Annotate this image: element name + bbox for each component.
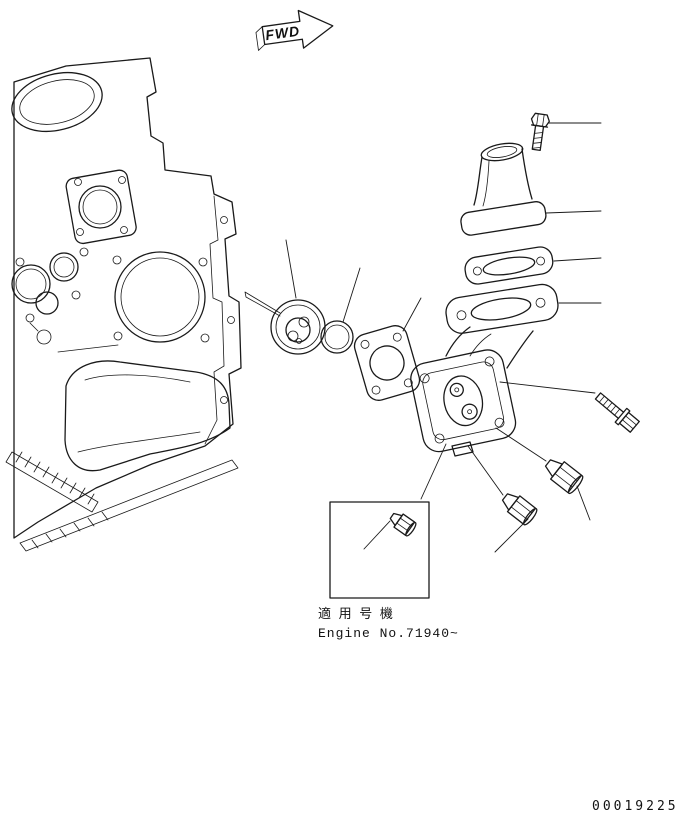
gasket-plate — [353, 325, 421, 401]
serial-detail-box — [329, 501, 430, 599]
housing-flange-gasket — [445, 283, 559, 334]
outlet-gasket — [464, 246, 554, 285]
o-ring — [320, 320, 354, 354]
leader-lines — [285, 122, 602, 553]
fwd-label: FWD — [264, 23, 301, 44]
thermostat — [244, 291, 326, 355]
plug-sensor — [544, 459, 584, 495]
engine-block — [5, 57, 242, 552]
thermostat-housing — [410, 326, 534, 457]
hex-bolt — [530, 112, 550, 152]
detail-plug — [389, 512, 417, 537]
fwd-arrow: FWD — [255, 9, 334, 51]
applicable-serial-label: 適 用 号 機 — [318, 606, 395, 621]
engine-serial-text: Engine No.71940~ — [318, 626, 459, 641]
water-outlet-pipe — [460, 142, 547, 236]
document-number: 00019225 — [592, 799, 676, 814]
hex-flange-bolt — [594, 392, 640, 433]
hex-plug — [501, 493, 538, 526]
